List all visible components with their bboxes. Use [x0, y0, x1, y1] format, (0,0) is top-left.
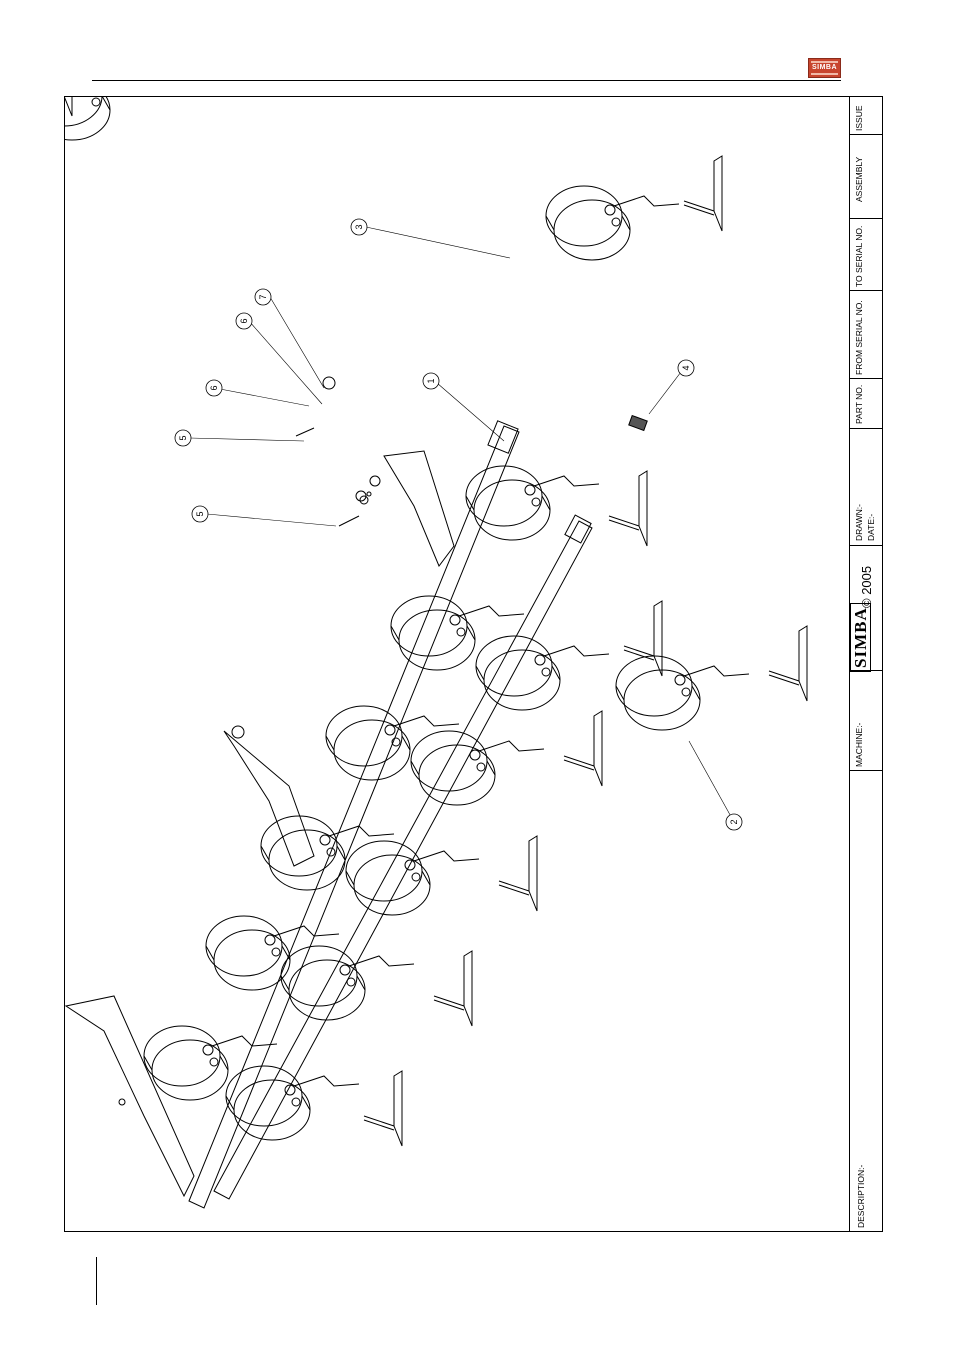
assembly-label: ASSEMBLY [854, 157, 864, 202]
machine-label: MACHINE:- [854, 723, 864, 767]
description-label: DESCRIPTION:- [856, 1165, 866, 1228]
callout-7: 7 [258, 294, 268, 299]
header-rule [92, 80, 841, 81]
part-no-label: PART NO. [854, 385, 864, 424]
to-serial-label: TO SERIAL NO. [854, 226, 864, 287]
callout-6b: 6 [209, 385, 219, 390]
assembly-drawing: 1 2 3 4 5 5 6 6 7 [64, 96, 849, 1232]
title-divider [849, 378, 883, 379]
title-divider [849, 770, 883, 771]
simba-logo: SIMBA [808, 58, 841, 78]
drawn-label: DRAWN:- [854, 504, 864, 541]
title-divider [849, 545, 883, 546]
title-divider [849, 134, 883, 135]
footer-rule [96, 1257, 97, 1305]
callout-5b: 5 [178, 435, 188, 440]
simba-brand-mark: SIMBA [856, 603, 868, 672]
from-serial-label: FROM SERIAL NO. [854, 300, 864, 375]
callout-3: 3 [354, 224, 364, 229]
title-divider [849, 290, 883, 291]
title-divider [849, 428, 883, 429]
title-divider [849, 218, 883, 219]
callout-1: 1 [426, 378, 436, 383]
callout-4: 4 [681, 365, 691, 370]
callout-5a: 5 [195, 511, 205, 516]
copyright-text: © 2005 [862, 566, 872, 608]
date-label: DATE:- [866, 514, 876, 541]
callout-2: 2 [729, 819, 739, 824]
callout-6a: 6 [239, 318, 249, 323]
issue-label: ISSUE [854, 105, 864, 131]
